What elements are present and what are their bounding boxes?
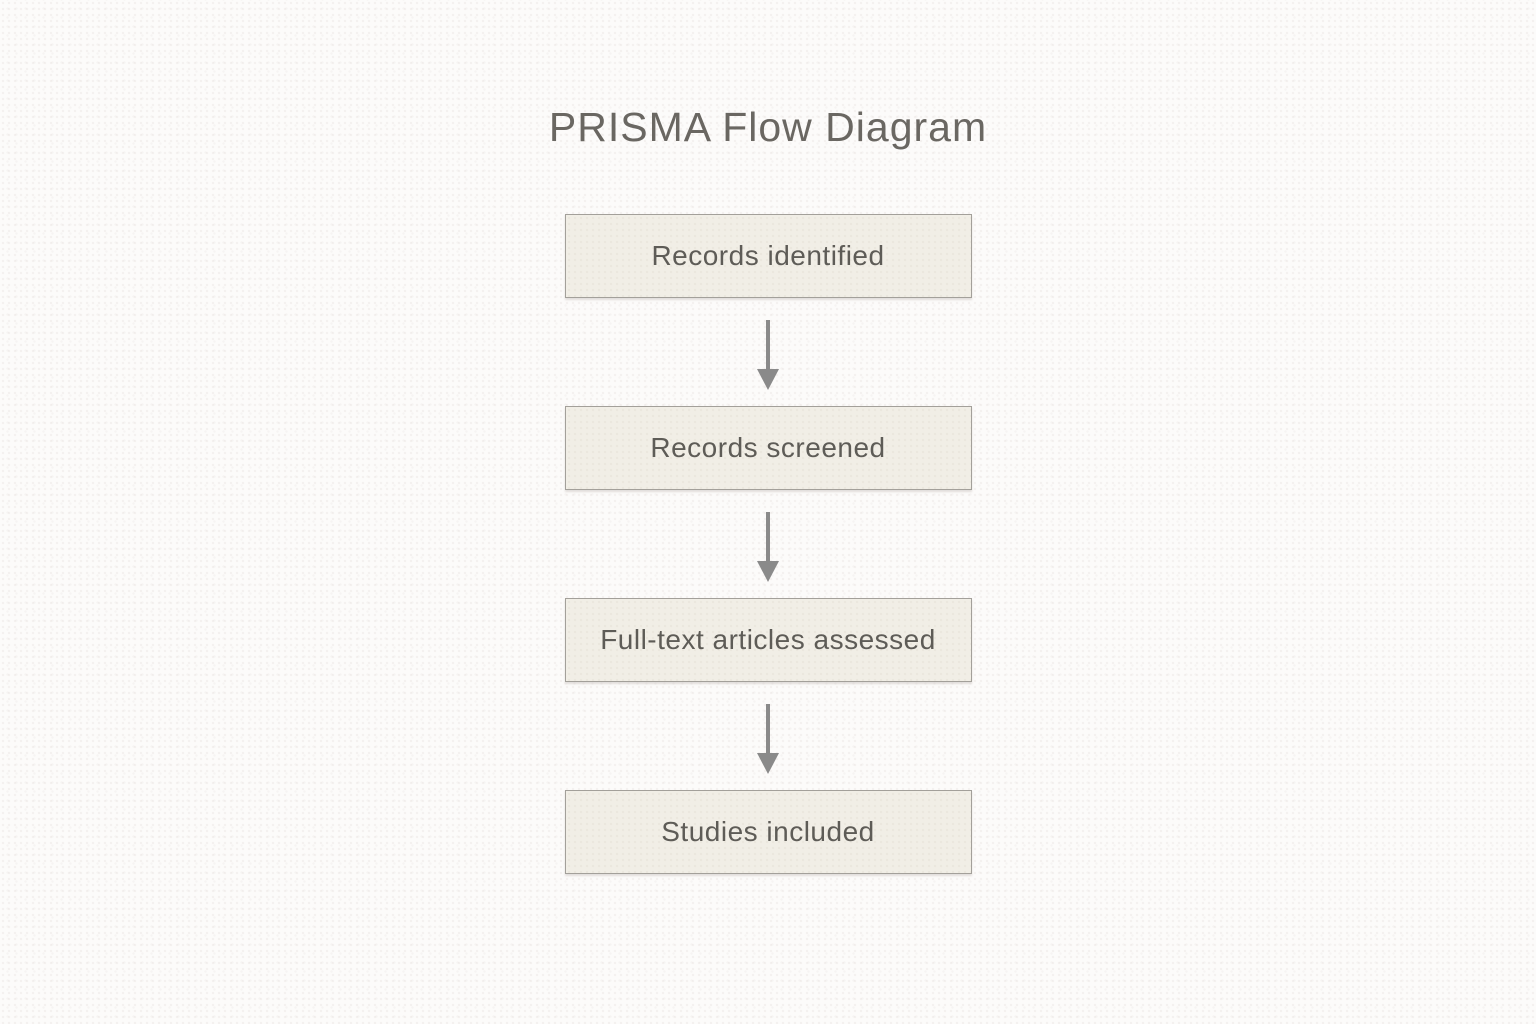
down-arrow-icon [756, 318, 780, 391]
flow-box-records-screened[interactable]: Records screened [564, 406, 972, 491]
flow-box-label: Full-text articles assessed [600, 624, 936, 656]
down-arrow-icon [756, 510, 780, 583]
flow-diagram: Records identified Records screened Full… [564, 214, 972, 875]
down-arrow-icon [756, 702, 780, 775]
flow-box-studies-included[interactable]: Studies included [564, 790, 972, 875]
flow-box-full-text-articles-assessed[interactable]: Full-text articles assessed [564, 598, 972, 683]
flow-box-label: Records identified [651, 240, 885, 272]
flow-box-label: Records screened [650, 432, 886, 464]
flow-box-records-identified[interactable]: Records identified [564, 214, 972, 299]
flow-box-label: Studies included [661, 816, 875, 848]
page-title: PRISMA Flow Diagram [548, 104, 988, 150]
